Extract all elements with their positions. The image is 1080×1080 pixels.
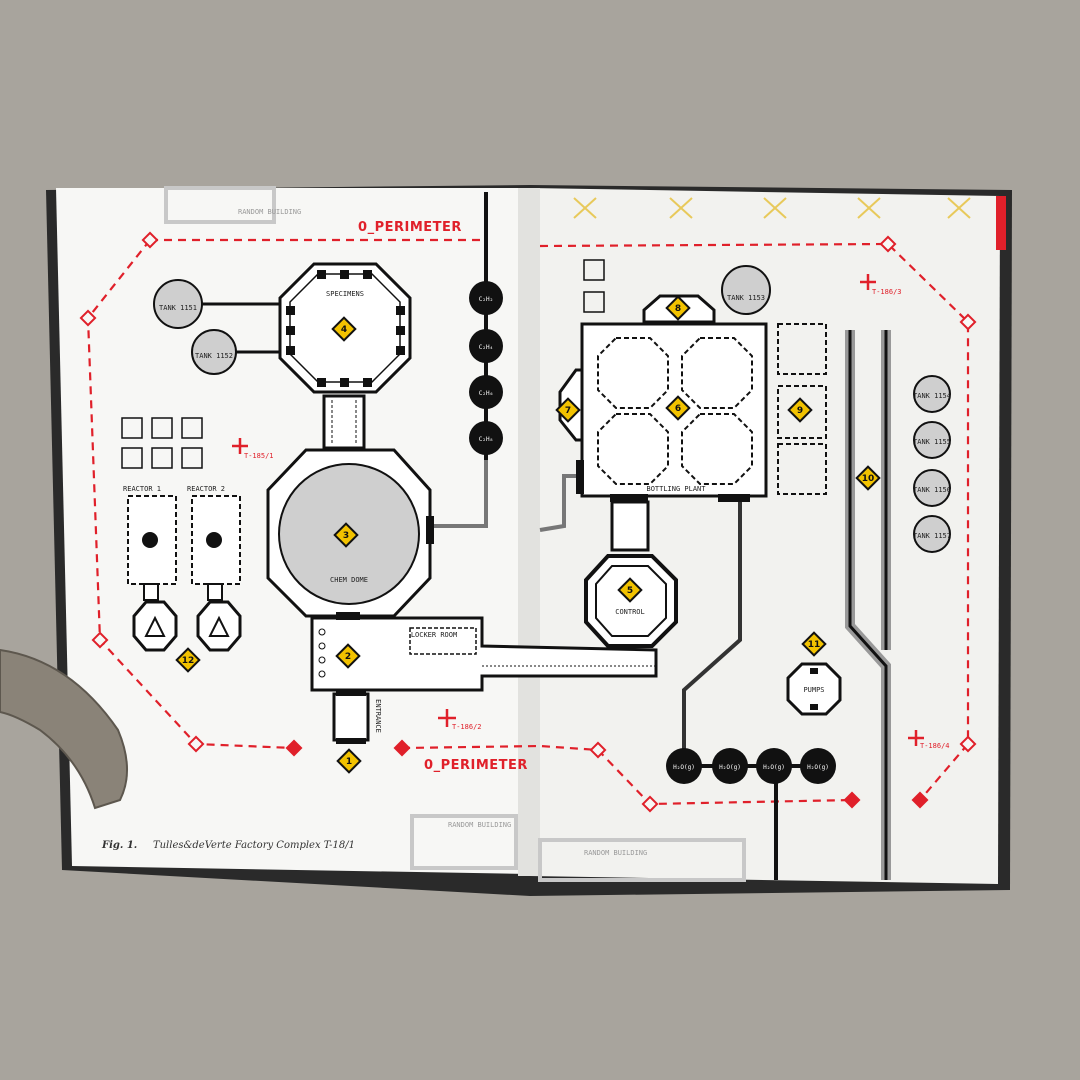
svg-text:T-186/4: T-186/4 (920, 742, 950, 750)
svg-text:TANK 1151: TANK 1151 (159, 304, 197, 312)
perimeter-label-top: 0_PERIMETER (358, 220, 462, 235)
svg-text:12: 12 (182, 656, 195, 666)
c-tank-label-4: C₂H₈ (479, 436, 493, 443)
svg-text:9: 9 (797, 406, 803, 416)
specimens-connector (322, 394, 366, 450)
svg-text:8: 8 (675, 304, 681, 314)
random-building-top (164, 186, 276, 224)
marker-9: 9 (787, 397, 813, 423)
random-building-top-label: RANDOM BUILDING (238, 208, 301, 216)
svg-text:2: 2 (345, 652, 351, 662)
random-building-bottom-right-label: RANDOM BUILDING (584, 849, 647, 857)
svg-text:TANK 1153: TANK 1153 (727, 294, 765, 302)
pumps-building: PUMPS (786, 662, 842, 716)
reactor-2: REACTOR 2 (187, 485, 242, 652)
pipelines (430, 192, 891, 880)
marker-1: 1 (336, 748, 362, 774)
page-tab (996, 196, 1006, 250)
svg-text:CHEM DOME: CHEM DOME (330, 576, 368, 584)
svg-text:T-186/2: T-186/2 (452, 723, 482, 731)
svg-text:7: 7 (565, 406, 571, 416)
svg-text:5: 5 (627, 586, 633, 596)
perimeter-filled-markers (285, 739, 929, 809)
reactor-icon-grid (121, 417, 203, 469)
h2o-pipe: H₂O(g) H₂O(g) H₂O(g) H₂O(g) (666, 748, 836, 784)
admin-building: LOCKER ROOM (310, 612, 658, 692)
figure-caption-text: Tulles&deVerte Factory Complex T-18/1 (153, 840, 355, 851)
marker-12: 12 (175, 647, 201, 673)
survey-point-t186-3: T-186/3 (860, 274, 902, 296)
svg-text:PUMPS: PUMPS (803, 686, 824, 694)
svg-text:REACTOR 1: REACTOR 1 (123, 485, 161, 493)
svg-text:ENTRANCE: ENTRANCE (374, 699, 382, 733)
marker-6: 6 (665, 395, 691, 421)
bottling-plant: BOTTLING PLANT (558, 294, 768, 502)
hammer-head (0, 648, 129, 810)
h2o-label-4: H₂O(g) (807, 764, 829, 771)
marker-3: 3 (333, 522, 359, 548)
svg-text:CONTROL: CONTROL (615, 608, 645, 616)
survey-point-t186-4: T-186/4 (908, 730, 950, 750)
tank-1154: TANK 1154 (913, 375, 951, 413)
c-tank-label-3: C₂H₆ (479, 390, 493, 397)
tank-1155: TANK 1155 (913, 421, 951, 459)
svg-text:TANK 1152: TANK 1152 (195, 352, 233, 360)
svg-text:SPECIMENS: SPECIMENS (326, 290, 364, 298)
marker-8: 8 (665, 295, 691, 321)
svg-text:TANK 1157: TANK 1157 (913, 532, 951, 540)
svg-text:11: 11 (808, 640, 821, 650)
tank-1153: TANK 1153 (721, 265, 771, 315)
control-connector (610, 500, 650, 552)
figure-caption-prefix: Fig. 1. (101, 840, 137, 851)
tank-1157: TANK 1157 (913, 515, 951, 553)
grid-icons-right (583, 259, 605, 313)
svg-text:1: 1 (346, 757, 352, 767)
survey-point-t185-1: T-185/1 (232, 438, 274, 460)
perimeter-label-bottom: 0_PERIMETER (424, 758, 528, 773)
marker-4: 4 (331, 316, 357, 342)
h2o-label-2: H₂O(g) (719, 764, 741, 771)
survey-point-t186-2: T-186/2 (438, 709, 482, 731)
c-tank-label-2: C₂H₄ (479, 344, 493, 351)
perimeter-markers (79, 231, 977, 813)
random-building-bottom-right (538, 838, 746, 882)
reactor-1: REACTOR 1 (123, 485, 178, 652)
svg-text:T-186/3: T-186/3 (872, 288, 902, 296)
c-tank-label-1: C₂H₂ (479, 296, 493, 303)
svg-text:TANK 1155: TANK 1155 (913, 438, 951, 446)
gutter-shadow (518, 188, 540, 876)
tank-1151: TANK 1151 (153, 279, 290, 329)
random-building-bottom-left (410, 814, 518, 870)
entrance-building: ENTRANCE (332, 690, 382, 744)
svg-text:4: 4 (341, 325, 347, 335)
marker-10: 10 (855, 465, 881, 491)
svg-text:TANK 1154: TANK 1154 (913, 392, 951, 400)
svg-text:LOCKER ROOM: LOCKER ROOM (411, 631, 457, 639)
h2o-label-3: H₂O(g) (763, 764, 785, 771)
svg-text:BOTTLING PLANT: BOTTLING PLANT (646, 485, 706, 493)
marker-7: 7 (555, 397, 581, 423)
svg-text:6: 6 (675, 404, 681, 414)
bottling-annex (777, 323, 827, 495)
c-pipe-tanks: C₂H₂ C₂H₄ C₂H₆ C₂H₈ (469, 281, 503, 455)
marker-2: 2 (335, 643, 361, 669)
svg-text:TANK 1156: TANK 1156 (913, 486, 951, 494)
hazard-markers: 1 2 3 4 5 6 7 8 9 10 11 12 (175, 295, 881, 774)
svg-text:T-185/1: T-185/1 (244, 452, 274, 460)
h2o-label-1: H₂O(g) (673, 764, 695, 771)
svg-text:3: 3 (343, 531, 349, 541)
random-building-bottom-left-label: RANDOM BUILDING (448, 821, 511, 829)
marker-5: 5 (617, 577, 643, 603)
svg-text:10: 10 (862, 474, 875, 484)
marker-11: 11 (801, 631, 827, 657)
tank-1156: TANK 1156 (913, 469, 951, 507)
yellow-x-marks (573, 197, 971, 219)
figure-caption: Fig. 1. Tulles&deVerte Factory Complex T… (101, 833, 355, 852)
svg-text:REACTOR 2: REACTOR 2 (187, 485, 225, 493)
